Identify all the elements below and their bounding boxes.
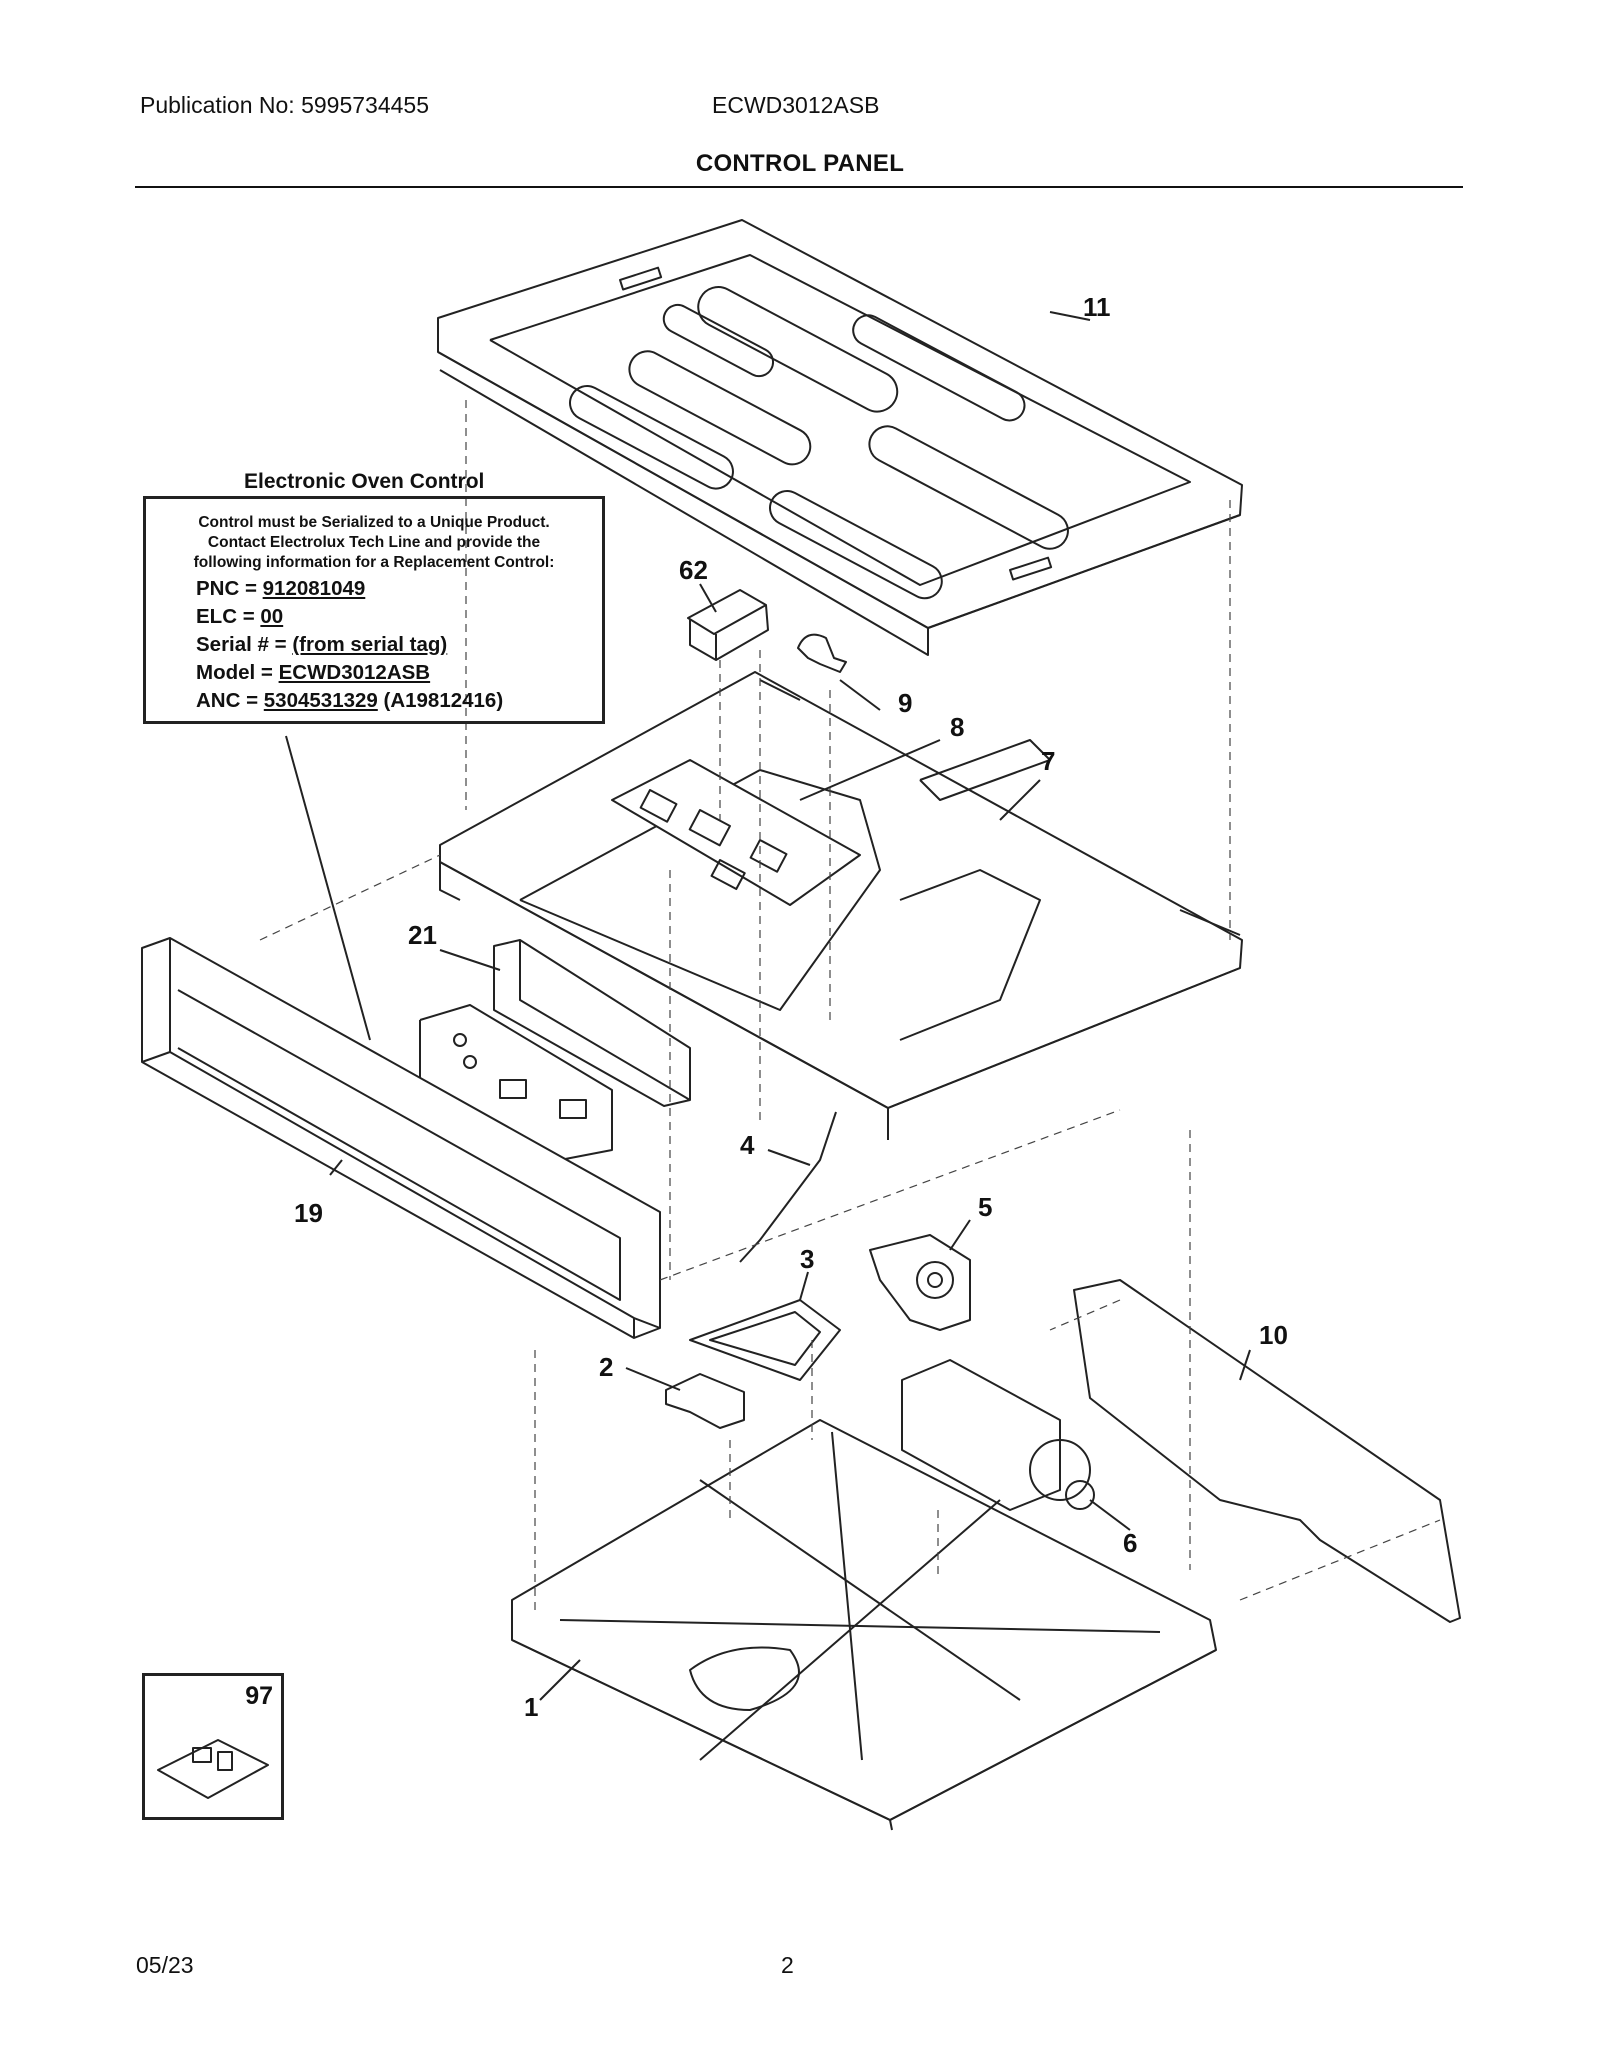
- model-field: Model = ECWD3012ASB: [196, 661, 431, 684]
- electronic-oven-control-title: Electronic Oven Control: [244, 470, 485, 493]
- page-number: 2: [781, 1952, 794, 1978]
- callout-3: 3: [800, 1244, 815, 1274]
- note-line: Contact Electrolux Tech Line and provide…: [207, 534, 541, 551]
- part-19-front-trim: [141, 937, 661, 1339]
- title-rule: [135, 186, 1463, 188]
- note-line: following information for a Replacement …: [193, 554, 555, 571]
- part-10-rear-panel: [1073, 1279, 1461, 1623]
- callout-19: 19: [294, 1198, 323, 1228]
- part-2-bracket: [665, 1373, 745, 1429]
- callout-97: 97: [245, 1682, 273, 1710]
- serialization-note: Control must be Serialized to a Unique P…: [146, 513, 602, 573]
- callout-4: 4: [740, 1130, 755, 1160]
- callout-21: 21: [408, 920, 437, 950]
- part-11-top-panel: [437, 219, 1243, 656]
- part-62-connector: [687, 589, 769, 661]
- callout-1: 1: [524, 1692, 539, 1722]
- callout-2: 2: [599, 1352, 614, 1382]
- part-3-gasket: [689, 1299, 841, 1381]
- callout-8: 8: [950, 712, 965, 742]
- callout-7: 7: [1041, 746, 1056, 776]
- part-5-fan: [869, 1234, 971, 1331]
- callout-9: 9: [898, 688, 913, 718]
- part-9-clip: [797, 633, 847, 673]
- callout-5: 5: [978, 1192, 993, 1222]
- publication-number: Publication No: 5995734455: [140, 92, 430, 118]
- callout-10: 10: [1259, 1320, 1288, 1350]
- pnc-field: PNC = 912081049: [196, 577, 366, 600]
- page-title: CONTROL PANEL: [695, 150, 905, 177]
- part-97-inset-box: 97: [142, 1673, 284, 1820]
- elc-field: ELC = 00: [196, 605, 284, 628]
- callout-11: 11: [1083, 292, 1111, 322]
- model-number: ECWD3012ASB: [712, 92, 880, 118]
- revision-date: 05/23: [136, 1952, 194, 1978]
- callout-6: 6: [1123, 1528, 1138, 1558]
- note-line: Control must be Serialized to a Unique P…: [198, 514, 550, 531]
- serial-field: Serial # = (from serial tag): [196, 633, 448, 656]
- callout-62: 62: [679, 555, 708, 585]
- part-8-control-board: [611, 759, 861, 906]
- replacement-control-info-box: Control must be Serialized to a Unique P…: [143, 496, 605, 724]
- anc-field: ANC = 5304531329 (A19812416): [196, 689, 504, 712]
- part-4-wire: [739, 1111, 837, 1263]
- part-97-board: [157, 1739, 269, 1799]
- part-21-bracket: [419, 939, 691, 1161]
- part-1-base-pan: [511, 1419, 1217, 1831]
- part-6-blower: [901, 1359, 1095, 1511]
